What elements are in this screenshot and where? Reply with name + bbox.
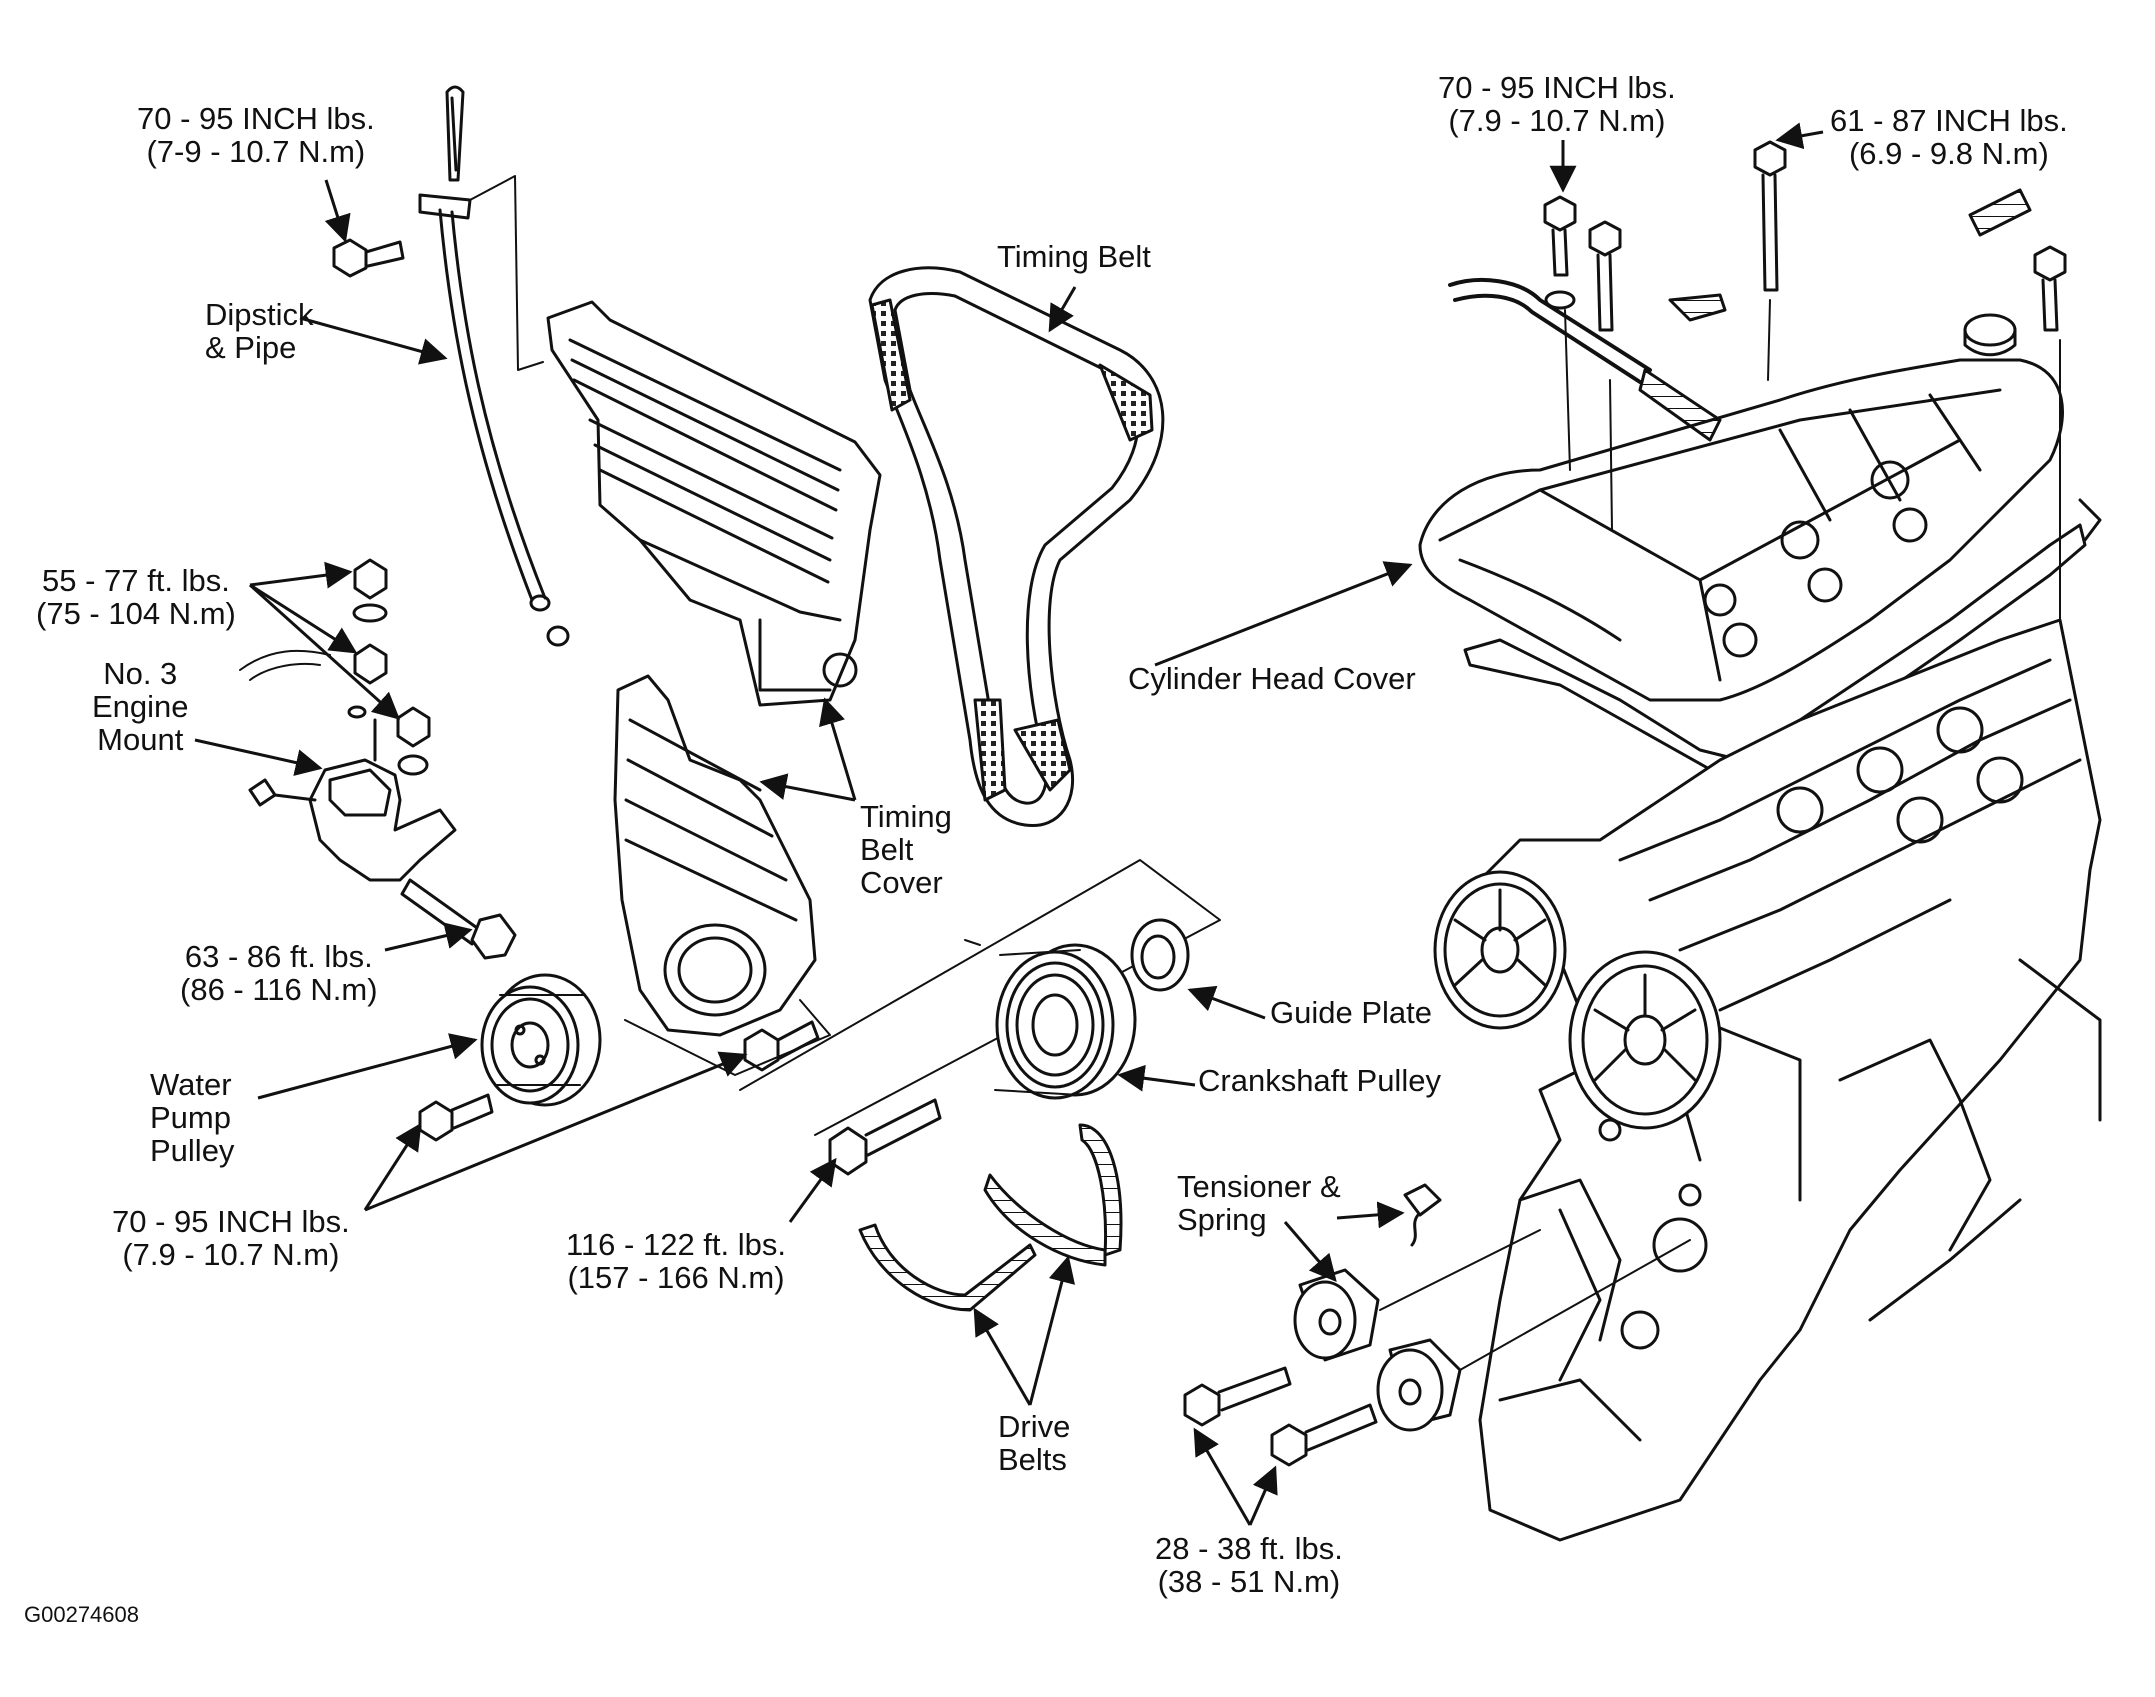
tensioner-spring [1403, 1183, 1442, 1247]
crankshaft-pulley-bolt [828, 1098, 942, 1176]
guide-plate-label: Guide Plate [1270, 995, 1432, 1030]
cylinder-head-cover [1418, 313, 2064, 702]
tensioner-pulleys [1293, 1268, 1462, 1432]
crankshaft-pulley-label: Crankshaft Pulley [1198, 1063, 1441, 1098]
dipstick-bolt [332, 238, 405, 278]
tensioner-label: Tensioner &Spring [1177, 1169, 1341, 1237]
breather-hose [1448, 188, 2032, 442]
cylinder-head-gasket [1463, 498, 2102, 782]
mount-nut-torque-label: 55 - 77 ft. lbs.(75 - 104 N.m) [36, 563, 236, 631]
lower-cover-bolt [743, 1020, 820, 1072]
cylinder-head-cover-label: Cylinder Head Cover [1128, 661, 1416, 696]
head-cover-bolts [1543, 140, 2067, 332]
water-pump-pulley [480, 973, 602, 1107]
engine-block [1478, 618, 2102, 1542]
tensioner-bolts [1183, 1366, 1378, 1467]
dipstick-bolt-torque-label: 70 - 95 INCH lbs.(7-9 - 10.7 N.m) [137, 101, 375, 169]
dipstick-label: Dipstick& Pipe [205, 297, 314, 365]
figure-id: G00274608 [24, 1602, 139, 1627]
crankshaft-pulley [994, 943, 1137, 1100]
tensioner-bolt-torque-label: 28 - 38 ft. lbs.(38 - 51 N.m) [1155, 1531, 1343, 1599]
timing-belt [868, 266, 1165, 828]
upper-timing-belt-cover [546, 300, 882, 707]
engine-mount [248, 718, 457, 882]
leader-lines [194, 122, 1824, 1526]
cover-bolt-torque-label: 70 - 95 INCH lbs.(7.9 - 10.7 N.m) [112, 1204, 350, 1272]
timing-belt-label: Timing Belt [997, 239, 1151, 274]
camshaft-sprockets [1433, 870, 1722, 1130]
water-pump-pulley-bolt [418, 1093, 494, 1142]
engine-mount-nuts-washers [347, 558, 431, 776]
guide-plate [1130, 918, 1190, 992]
mount-bolt-torque-label: 63 - 86 ft. lbs.(86 - 116 N.m) [180, 939, 378, 1007]
long-bolt-torque-label: 61 - 87 INCH lbs.(6.9 - 9.8 N.m) [1830, 103, 2068, 171]
drive-belts [858, 1123, 1123, 1312]
head-cover-bolt-torque-label: 70 - 95 INCH lbs.(7.9 - 10.7 N.m) [1438, 70, 1676, 138]
engine-mount-bolt [400, 878, 517, 960]
lower-timing-belt-cover [613, 674, 817, 1037]
dipstick-and-pipe [418, 85, 570, 647]
crank-bolt-torque-label: 116 - 122 ft. lbs.(157 - 166 N.m) [566, 1227, 786, 1295]
